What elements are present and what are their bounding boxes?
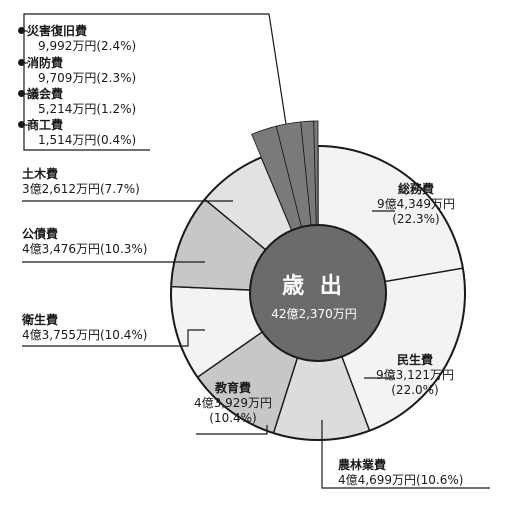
center-circle [249,224,387,362]
label-shoukou: 商工費 1,514万円(0.4%) [18,118,136,148]
label-eisei-name: 衛生費 [22,313,59,327]
label-doboku-name: 土木費 [22,167,59,181]
label-saigai: 災害復旧費 9,992万円(2.4%) [18,24,136,54]
label-nourin-amount: 4億4,699万円(10.6%) [338,473,464,487]
label-nourin: 農林業費 4億4,699万円(10.6%) [338,458,463,488]
label-gikai-name: 議会費 [18,87,136,102]
label-minsei-amount: 9億3,121万円 [376,368,454,382]
bullet-icon [18,59,25,66]
label-doboku: 土木費 3億2,612万円(7.7%) [22,167,140,197]
label-saigai-name: 災害復旧費 [18,24,136,39]
label-nourin-name: 農林業費 [338,458,387,472]
bullet-icon [18,90,25,97]
label-soumu-amount: 9億4,349万円 [377,197,455,211]
label-saigai-amount: 9,992万円(2.4%) [38,39,137,53]
label-kyouiku-name: 教育費 [214,381,251,395]
bullet-icon [18,121,25,128]
label-doboku-amount: 3億2,612万円(7.7%) [22,182,140,196]
label-shoukou-amount: 1,514万円(0.4%) [38,133,137,147]
label-shoubou-name: 消防費 [18,56,136,71]
label-shoubou-amount: 9,709万円(2.3%) [38,71,137,85]
label-gikai-amount: 5,214万円(1.2%) [38,102,137,116]
leader-small [23,13,287,151]
label-soumu: 総務費 9億4,349万円 (22.3%) [356,182,476,227]
label-soumu-percent: (22.3%) [392,212,440,226]
label-kyouiku: 教育費 4億3,929万円 (10.4%) [178,381,288,426]
label-kyouiku-amount: 4億3,929万円 [194,396,272,410]
label-soumu-name: 総務費 [397,182,434,196]
label-shoukou-name: 商工費 [18,118,136,133]
label-kousai-amount: 4億3,476万円(10.3%) [22,242,148,256]
bullet-icon [18,27,25,34]
label-kyouiku-percent: (10.4%) [209,411,257,425]
label-kousai: 公債費 4億3,476万円(10.3%) [22,227,147,257]
label-eisei-amount: 4億3,755万円(10.4%) [22,328,148,342]
label-gikai: 議会費 5,214万円(1.2%) [18,87,136,117]
label-shoubou: 消防費 9,709万円(2.3%) [18,56,136,86]
label-minsei: 民生費 9億3,121万円 (22.0%) [360,353,470,398]
leader-kyouiku [196,425,268,435]
label-minsei-percent: (22.0%) [391,383,439,397]
label-minsei-name: 民生費 [396,353,433,367]
label-kousai-name: 公債費 [22,227,59,241]
leader-eisei [22,329,205,347]
center-total: 42億2,370万円 [271,307,357,321]
leader-nourin [321,420,490,489]
center-title: 歳 出 [282,274,346,299]
label-eisei: 衛生費 4億3,755万円(10.4%) [22,313,147,343]
